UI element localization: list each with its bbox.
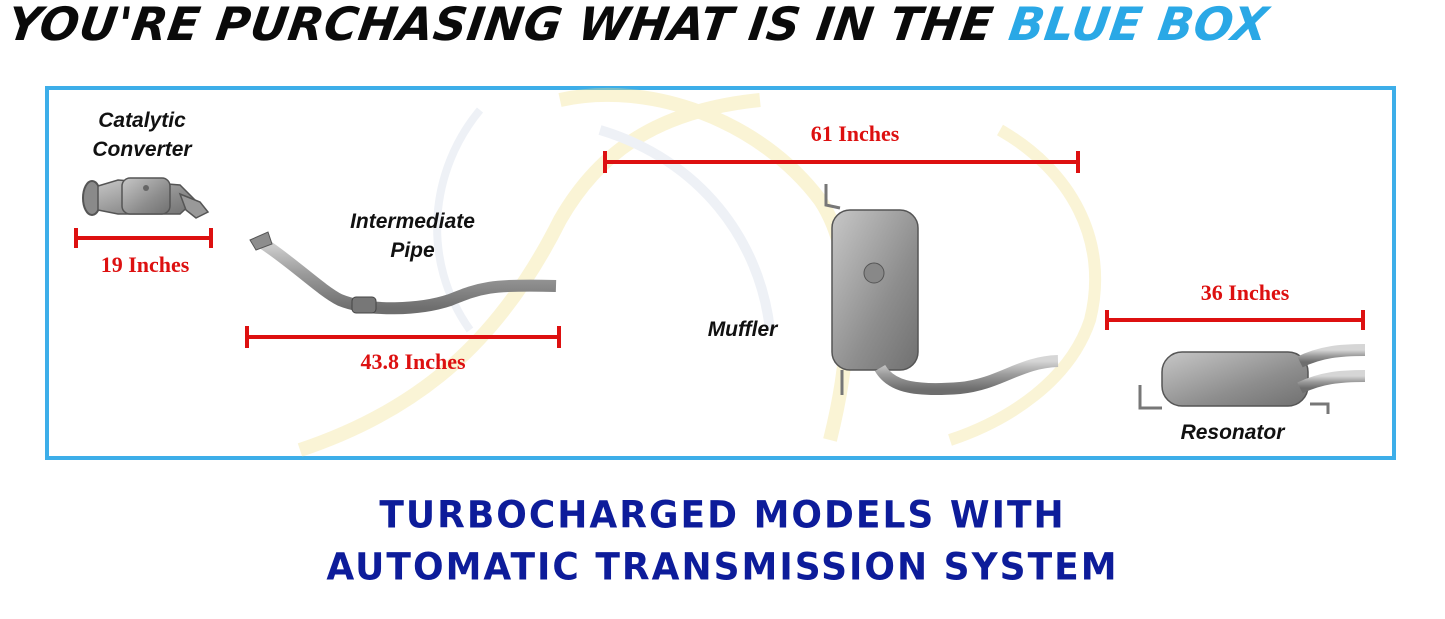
watermark-logo [297, 87, 1102, 457]
catalytic-converter-label: Catalytic Converter [62, 106, 222, 164]
resonator-image [1105, 344, 1366, 414]
catalytic-converter-length: 19 Inches [100, 252, 190, 277]
intermediate-pipe-label-line2: Pipe [390, 239, 435, 262]
resonator-label: Resonator [1180, 421, 1285, 444]
measure-bar-muffler [603, 151, 1080, 173]
resonator-length: 36 Inches [1200, 280, 1290, 305]
muffler-length: 61 Inches [810, 121, 900, 146]
measure-bar-catalytic [74, 228, 213, 248]
muffler-label: Muffler [707, 318, 778, 341]
intermediate-pipe-image [249, 231, 557, 315]
muffler-image [600, 184, 1059, 396]
catalytic-converter-label-line1: Catalytic [98, 109, 186, 132]
measure-bar-intermediate [245, 326, 561, 348]
footer-line2: AUTOMATIC TRANSMISSION SYSTEM [326, 545, 1119, 590]
intermediate-pipe-label-line1: Intermediate [350, 210, 475, 233]
catalytic-converter-image [82, 177, 210, 219]
measure-bar-resonator [1105, 310, 1365, 330]
footer-line1: TURBOCHARGED MODELS WITH [379, 493, 1066, 538]
catalytic-converter-label-line2: Converter [92, 138, 192, 161]
intermediate-pipe-label: Intermediate Pipe [320, 207, 505, 265]
intermediate-pipe-length: 43.8 Inches [360, 349, 466, 374]
